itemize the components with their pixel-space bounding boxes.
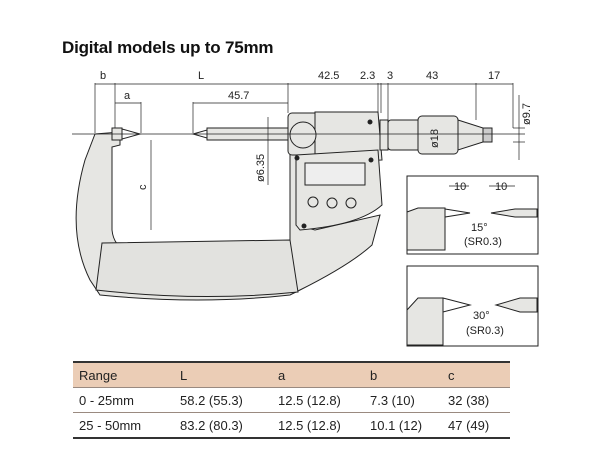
cell: 7.3 (10) bbox=[364, 387, 442, 413]
lcd-display bbox=[304, 162, 366, 186]
micrometer-drawing: b L a 45.7 42.5 2.3 3 43 17 ø9.7 ø18 ø6.… bbox=[72, 70, 539, 347]
dim-43: 43 bbox=[426, 70, 438, 82]
header-b: b bbox=[364, 361, 442, 388]
header-L: L bbox=[174, 361, 272, 388]
cell: 83.2 (80.3) bbox=[174, 412, 272, 439]
button-2 bbox=[326, 197, 338, 209]
sleeve bbox=[379, 119, 389, 151]
dim-17: 17 bbox=[488, 70, 500, 82]
dim-a: a bbox=[124, 90, 131, 102]
dim-L: L bbox=[198, 70, 204, 82]
dim-dia-18: ø18 bbox=[429, 129, 441, 148]
dim-dia-9-7: ø9.7 bbox=[521, 103, 533, 125]
cell: 58.2 (55.3) bbox=[174, 387, 272, 413]
button-3 bbox=[345, 197, 357, 209]
cell: 12.5 (12.8) bbox=[272, 412, 364, 439]
header-a: a bbox=[272, 361, 364, 388]
header-c: c bbox=[442, 361, 510, 388]
button-1 bbox=[307, 196, 319, 208]
dim-dia-6-35: ø6.35 bbox=[255, 154, 267, 182]
dim-c: c bbox=[137, 184, 149, 190]
dim-3: 3 bbox=[387, 70, 393, 82]
detail-30-angle: 30° bbox=[473, 310, 490, 322]
dim-42-5: 42.5 bbox=[318, 70, 339, 82]
cell: 0 - 25mm bbox=[73, 387, 174, 413]
table-header-row: Range L a b c bbox=[73, 361, 510, 388]
detail-15-left: 10 bbox=[454, 181, 466, 193]
header-range: Range bbox=[73, 361, 174, 388]
spec-table: Range L a b c 0 - 25mm 58.2 (55.3) 12.5 … bbox=[73, 361, 510, 439]
page-title: Digital models up to 75mm bbox=[62, 38, 274, 57]
ratchet bbox=[482, 127, 493, 143]
table-row: 25 - 50mm 83.2 (80.3) 12.5 (12.8) 10.1 (… bbox=[73, 412, 510, 439]
dim-45-7: 45.7 bbox=[228, 90, 249, 102]
detail-30-box bbox=[406, 265, 539, 347]
frame-grip bbox=[95, 239, 299, 298]
cell: 10.1 (12) bbox=[364, 412, 442, 439]
detail-15-right: 10 bbox=[495, 181, 507, 193]
cell: 32 (38) bbox=[442, 387, 510, 413]
detail-15-radius: (SR0.3) bbox=[464, 236, 502, 248]
detail-15-angle: 15° bbox=[471, 222, 488, 234]
detail-30-radius: (SR0.3) bbox=[466, 325, 504, 337]
dim-2-3: 2.3 bbox=[360, 70, 375, 82]
cell: 47 (49) bbox=[442, 412, 510, 439]
table-row: 0 - 25mm 58.2 (55.3) 12.5 (12.8) 7.3 (10… bbox=[73, 387, 510, 413]
cell: 12.5 (12.8) bbox=[272, 387, 364, 413]
cell: 25 - 50mm bbox=[73, 412, 174, 439]
dim-b: b bbox=[100, 70, 106, 82]
